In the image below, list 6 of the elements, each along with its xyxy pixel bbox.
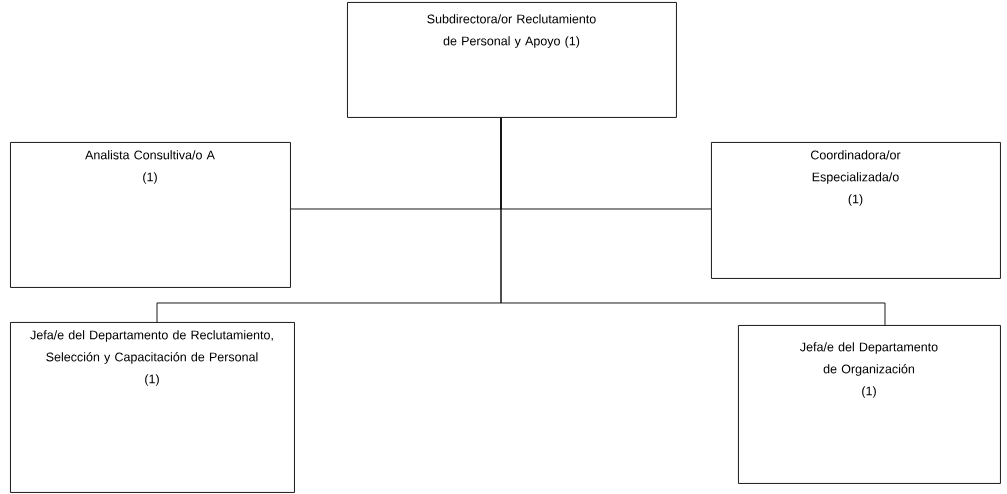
org-box: Analista Consultiva/o A (1) — [10, 142, 291, 288]
org-box: Jefa/e del Departamento de Reclutamiento, Selección y Capacitación de Personal (1) — [10, 322, 295, 493]
org-box: Subdirectora/or Reclutamiento de Personal y Apoyo (1) — [347, 2, 677, 118]
org-box: Coordinadora/or Especializada/o (1) — [711, 142, 1001, 279]
connector-line — [500, 117, 886, 326]
org-box: Jefa/e del Departamento de Organización (1) — [738, 325, 1001, 484]
